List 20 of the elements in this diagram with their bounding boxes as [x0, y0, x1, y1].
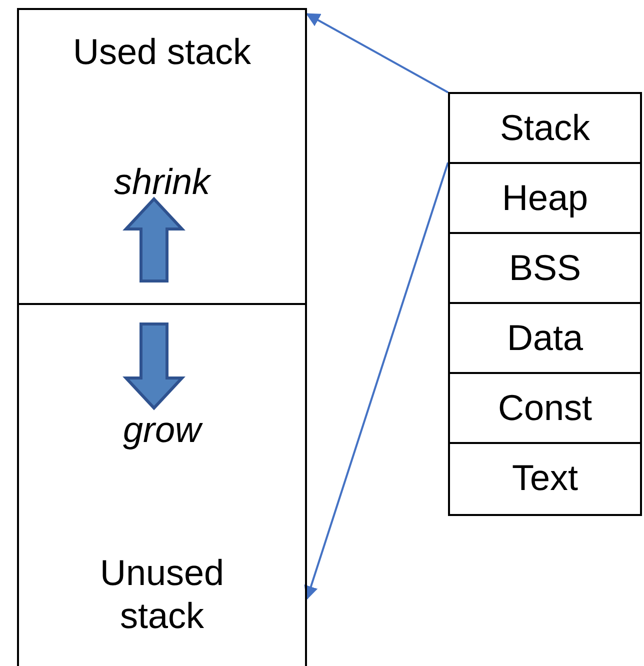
segment-box — [448, 162, 642, 234]
segment-label: Heap — [500, 176, 590, 220]
segment-label: Text — [510, 456, 580, 500]
segment-label: Const — [496, 386, 594, 430]
segment-box — [448, 372, 642, 444]
segment-label: Stack — [498, 106, 592, 150]
direction-label: shrink — [112, 160, 212, 204]
direction-label: grow — [122, 408, 204, 452]
memory-region — [17, 8, 307, 305]
arrow — [306, 13, 448, 94]
segment-box — [448, 442, 642, 516]
segment-box — [448, 232, 642, 304]
segment-box — [448, 302, 642, 374]
arrow — [304, 162, 449, 600]
segment-label: BSS — [508, 246, 582, 290]
segment-label: Data — [506, 316, 584, 360]
segment-box — [448, 92, 642, 164]
memory-region — [17, 303, 307, 666]
region-label: Unused stack — [98, 551, 226, 638]
region-label: Used stack — [72, 30, 252, 74]
